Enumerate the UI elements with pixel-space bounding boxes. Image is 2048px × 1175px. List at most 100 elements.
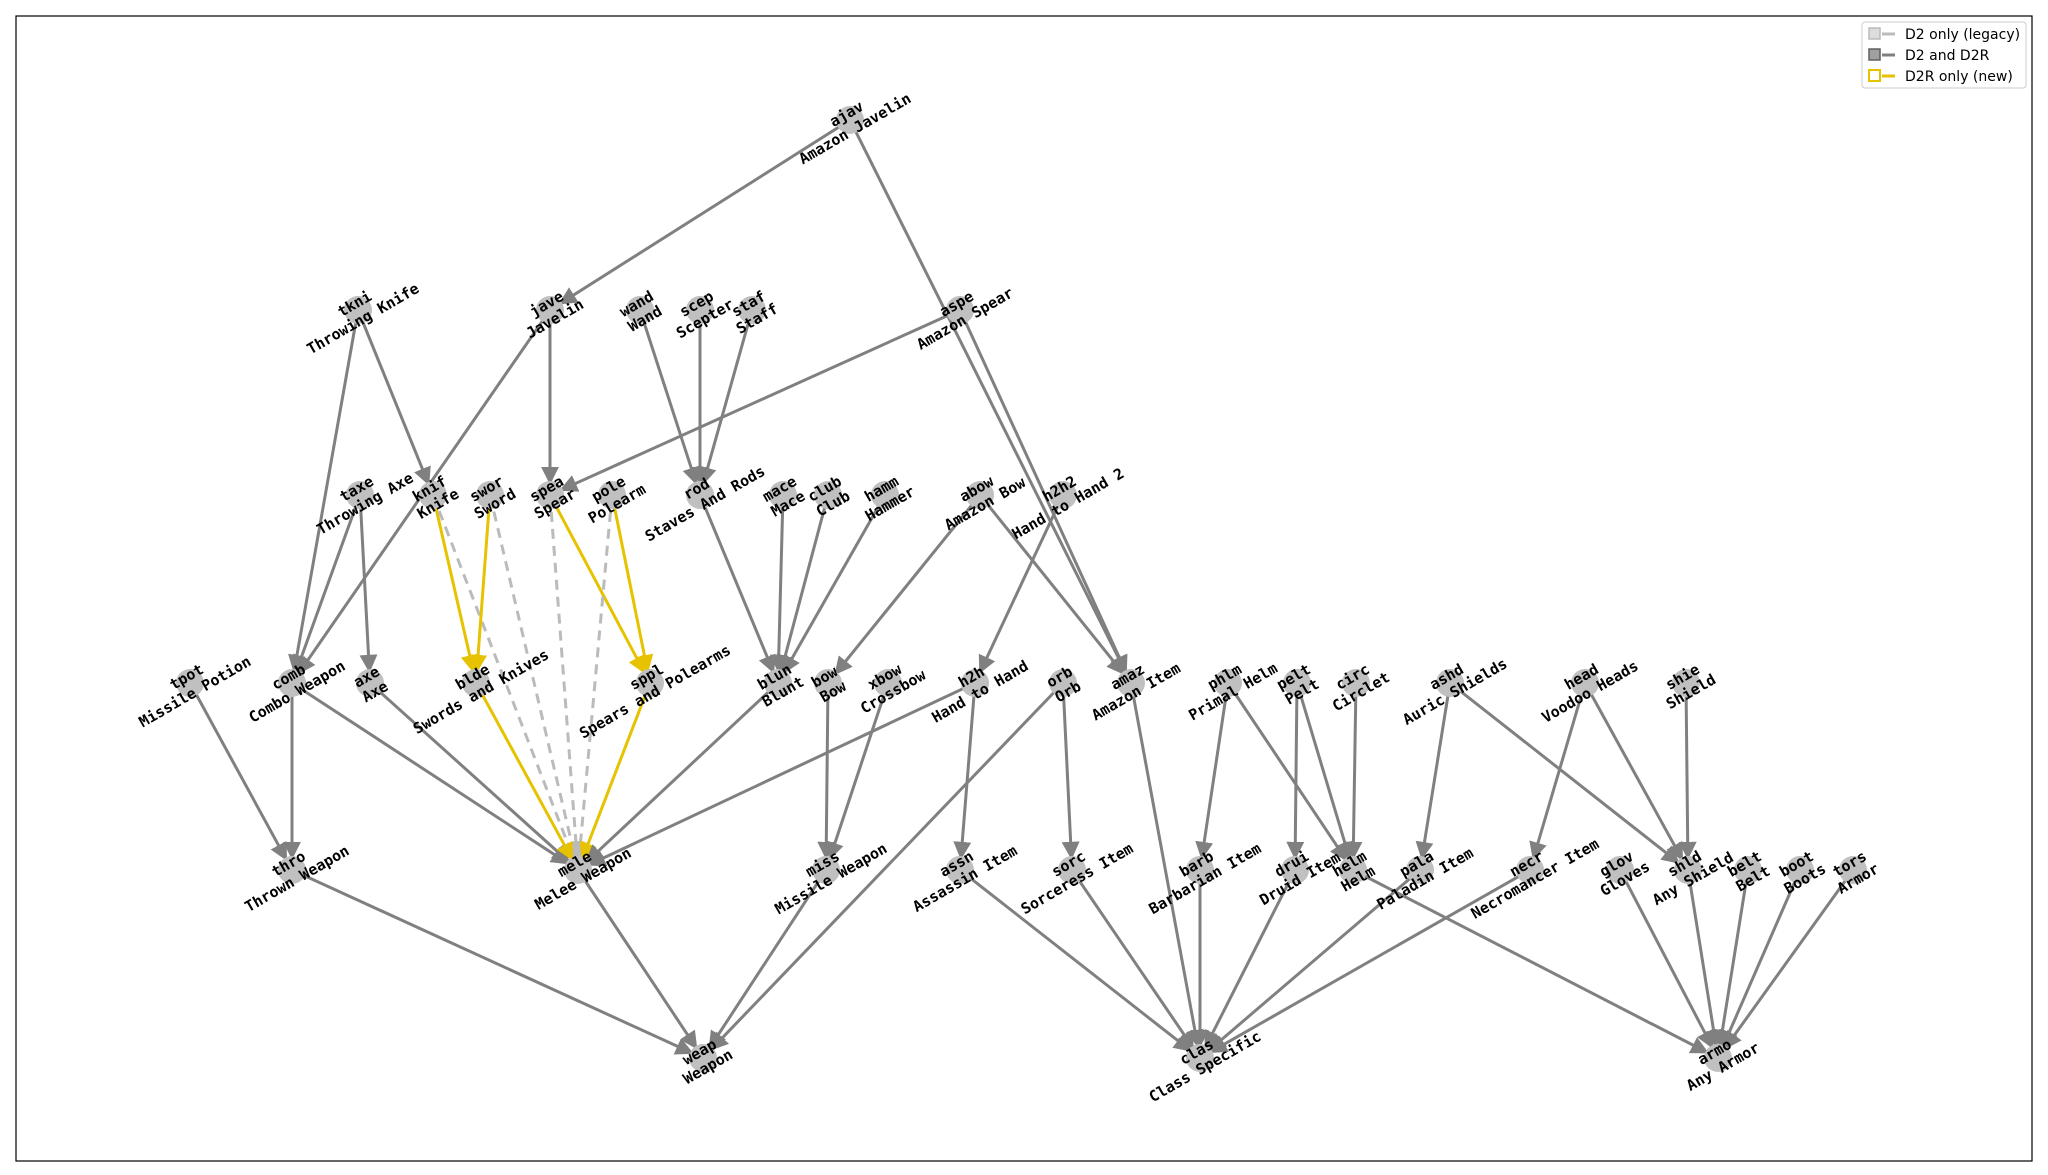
node-marker: [419, 481, 447, 509]
legend: D2 only (legacy) D2 and D2R D2R only (ne…: [1861, 21, 2027, 89]
node-pala: palaPaladin Item: [1365, 829, 1477, 914]
node-marker: [871, 481, 899, 509]
node-name: Spears and Polearms: [576, 641, 734, 742]
node-marker: [1283, 669, 1311, 697]
node-bow: bowBow: [808, 662, 850, 706]
legend-item-legacy: D2 only (legacy): [1868, 27, 2020, 43]
node-label: palaPaladin Item: [1365, 829, 1476, 913]
node-marker: [1786, 856, 1814, 884]
node-marker: [738, 296, 766, 324]
node-marker: [344, 296, 372, 324]
edge-pole-to-mele: [571, 494, 614, 860]
edge-xbow-to-miss: [826, 682, 890, 861]
node-label: necrNecromancer Item: [1459, 820, 1602, 923]
edge-bow-to-miss: [817, 682, 836, 860]
edge-wand-to-rod: [638, 309, 700, 486]
node-label: tkniThrowing Knife: [295, 265, 422, 359]
node-orb: orbOrb: [1043, 662, 1084, 706]
node-pelt: peltPelt: [1273, 660, 1322, 708]
node-marker: [462, 669, 490, 697]
node-pole: polePolearm: [585, 472, 649, 527]
edge-necr-to-clas: [1208, 868, 1531, 1054]
node-marker: [689, 1044, 717, 1072]
node-label: scepScepter: [665, 280, 737, 342]
edge-circ-to-helm: [1344, 682, 1363, 860]
edge-pole-to-sppl: [610, 494, 654, 674]
node-marker: [814, 669, 842, 697]
node-marker: [1674, 856, 1702, 884]
edge-helm-to-armo: [1352, 868, 1709, 1054]
node-label: clubClub: [804, 472, 853, 520]
node-marker: [536, 481, 564, 509]
edge-h2h-to-assn: [953, 682, 977, 860]
legend-swatch-new: [1868, 69, 1881, 82]
node-tors: torsArmor: [1829, 847, 1882, 898]
edge-thro-to-weap: [291, 868, 694, 1055]
edge-sorc-to-clas: [1070, 869, 1195, 1050]
edge-phlm-to-helm: [1226, 682, 1348, 862]
node-label: stafStaff: [724, 285, 781, 338]
node-marker: [966, 481, 994, 509]
node-label: sworSword: [462, 470, 519, 523]
edge-pelt-to-drui: [1286, 682, 1305, 860]
node-weap: weapWeapon: [672, 1031, 736, 1088]
node-marker: [1406, 856, 1434, 884]
node-label: orbOrb: [1043, 662, 1084, 706]
node-marker: [1606, 856, 1634, 884]
node-label: sorcSorceress Item: [1009, 825, 1136, 919]
node-label: weapWeapon: [672, 1031, 736, 1088]
node-wand: wandWand: [616, 287, 665, 335]
node-label: beltBelt: [1724, 847, 1773, 895]
edge-comb-to-mele: [291, 681, 570, 865]
node-marker: [812, 856, 840, 884]
edges-layer: [188, 118, 1855, 1055]
node-tkni: tkniThrowing Knife: [295, 265, 422, 359]
node-marker: [1186, 856, 1214, 884]
node-armo: armoAny Armor: [1675, 1024, 1763, 1095]
edge-ashd-to-pala: [1415, 682, 1452, 860]
node-label: wandWand: [616, 287, 665, 335]
node-label: spplSpears and Polearms: [568, 626, 734, 742]
node-marker: [626, 296, 654, 324]
node-head: headVoodoo Heads: [1539, 657, 1642, 727]
node-marker: [946, 856, 974, 884]
node-label: xbowCrossbow: [849, 651, 930, 718]
node-h2h: h2hHand to Hand: [920, 642, 1032, 727]
node-staf: stafStaff: [724, 285, 781, 338]
node-label: shieShield: [1655, 656, 1719, 713]
node-belt: beltBelt: [1724, 847, 1773, 895]
node-label: armoAny Armor: [1675, 1024, 1763, 1095]
node-marker: [1214, 669, 1242, 697]
edge-miss-to-weap: [708, 869, 828, 1050]
node-marker: [1281, 856, 1309, 884]
edge-amaz-to-clas: [1129, 682, 1204, 1048]
node-scep: scepScepter: [665, 280, 737, 342]
node-club: clubClub: [804, 472, 853, 520]
node-label: h2h2Hand to Hand 2: [1000, 450, 1127, 544]
node-name: Swords and Knives: [410, 645, 552, 737]
node-marker: [564, 856, 592, 884]
edge-mele-to-weap: [576, 869, 698, 1050]
edge-belt-to-armo: [1713, 869, 1750, 1048]
legend-item-new: D2R only (new): [1868, 69, 2013, 85]
edge-ajav-to-jave: [558, 118, 851, 305]
node-sppl: spplSpears and Polearms: [568, 626, 734, 742]
edge-shie-to-shld: [1678, 682, 1697, 860]
edge-tors-to-armo: [1723, 869, 1855, 1050]
edge-club-to-blun: [776, 494, 830, 674]
node-marker: [1049, 669, 1077, 697]
legend-swatch-legacy: [1868, 27, 1881, 40]
edge-orb-to-sorc: [1061, 682, 1080, 860]
edge-spea-to-mele: [548, 494, 585, 860]
node-marker: [1117, 669, 1145, 697]
node-knif: knifKnife: [409, 472, 462, 523]
node-label: meleMelee Weapon: [523, 829, 634, 913]
edge-head-to-necr: [1529, 682, 1587, 861]
node-marker: [536, 296, 564, 324]
node-label: h2hHand to Hand: [920, 642, 1031, 726]
legend-label-new: D2R only (new): [1905, 69, 2013, 85]
edge-sppl-to-mele: [579, 682, 652, 861]
edge-blde-to-mele: [474, 682, 574, 862]
edge-aspe-to-spea: [559, 308, 961, 492]
node-label: amazAmazon Item: [1080, 644, 1184, 724]
